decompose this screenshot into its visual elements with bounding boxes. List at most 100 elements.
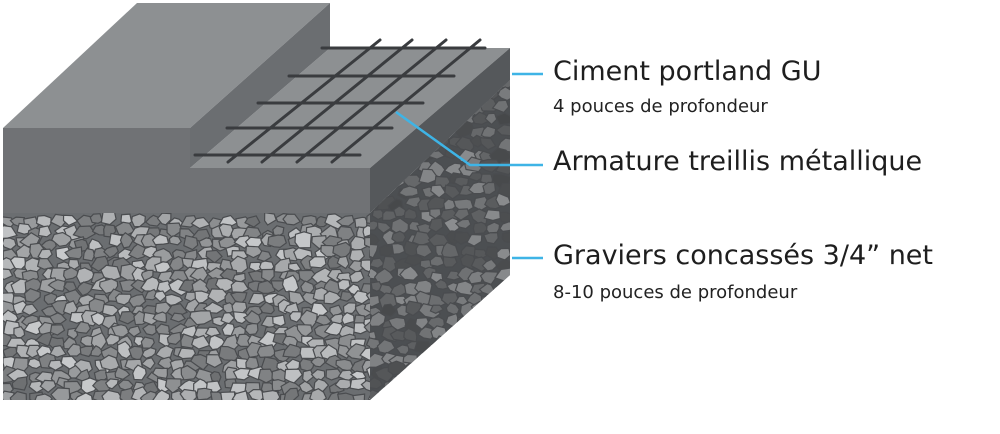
gravel-stone [404, 363, 424, 379]
gravel-stone [220, 391, 236, 400]
gravel-stone [429, 399, 445, 400]
gravel-stone [481, 294, 498, 309]
gravel-stone [132, 364, 147, 381]
gravel-stone [442, 256, 458, 268]
gravel-stone [157, 356, 176, 371]
gravel-stone [309, 388, 328, 400]
gravel-stone [11, 376, 28, 391]
gravel-stone [495, 124, 510, 137]
gravel-stone [334, 378, 352, 390]
gravel-stone [47, 359, 64, 371]
gravel-stone [89, 213, 104, 224]
gravel-stone [479, 270, 499, 286]
gravel-stone [104, 378, 119, 390]
gravel-stone [244, 215, 261, 228]
label-cement-detail: 4 pouces de profondeur [553, 96, 768, 117]
gravel-stone [101, 389, 123, 400]
gravel-stone [103, 245, 120, 259]
gravel-stone [486, 327, 501, 342]
gravel-stone [116, 340, 133, 360]
concrete-upper-front [3, 128, 190, 213]
gravel-stone [205, 353, 223, 369]
gravel-stone [391, 230, 407, 244]
gravel-stone [263, 213, 277, 226]
gravel-stone [496, 396, 510, 400]
gravel-stone [141, 347, 157, 359]
gravel-stone [294, 231, 313, 249]
gravel-stone [471, 111, 492, 126]
gravel-stone [349, 270, 365, 284]
gravel-stone [119, 387, 137, 400]
label-rebar-title: Armature treillis métallique [553, 146, 923, 177]
gravel-stone [442, 349, 463, 366]
gravel-stone [23, 287, 41, 303]
gravel-stone [376, 221, 393, 234]
gravel-stone [482, 349, 500, 366]
gravel-stone [336, 255, 350, 270]
concrete-step-top [190, 48, 510, 168]
gravel-stone [369, 248, 370, 260]
gravel-stone [484, 303, 501, 316]
gravel-stone [417, 198, 432, 212]
gravel-stone [75, 267, 96, 285]
gravel-stone [468, 315, 483, 328]
gravel-stone [492, 360, 510, 379]
gravel-stone [472, 221, 489, 235]
gravel-stone [354, 216, 368, 229]
gravel-stone [66, 343, 84, 357]
gravel-stone [36, 257, 55, 270]
gravel-stone [457, 388, 473, 400]
gravel-stone [194, 290, 211, 304]
gravel-stone [117, 248, 135, 261]
gravel-stone [408, 391, 424, 400]
gravel-stone [3, 268, 14, 281]
gravel-stone [76, 281, 94, 297]
gravel-stone [64, 246, 83, 260]
gravel-stone [105, 333, 121, 346]
gravel-stone [438, 341, 457, 358]
gravel-stone [479, 402, 497, 418]
gravel-stone [430, 184, 447, 199]
gravel-stone [484, 364, 500, 381]
gravel-stone [244, 322, 259, 336]
gravel-stone [491, 99, 510, 114]
gravel-stone [458, 399, 477, 400]
gravel-stone [168, 235, 182, 246]
gravel-stone [119, 232, 134, 249]
gravel-stone [398, 185, 419, 198]
gravel-stone [337, 278, 351, 291]
gravel-stone [392, 388, 412, 400]
gravel-stone [205, 249, 223, 264]
gravel-stone [444, 147, 458, 160]
gravel-stone [469, 398, 489, 400]
concrete-step-wall [190, 3, 330, 168]
gravel-stone [21, 303, 39, 316]
gravel-stone [82, 247, 96, 262]
gravel-stone [454, 218, 472, 230]
gravel-stone [90, 345, 104, 358]
gravel-stone [189, 310, 213, 326]
gravel-stone [414, 398, 431, 400]
gravel-stone [323, 321, 345, 336]
gravel-stone [370, 294, 381, 308]
gravel-stone [152, 311, 168, 324]
gravel-stone [13, 326, 26, 339]
rebar-mesh [193, 38, 487, 164]
gravel-stone [288, 290, 306, 306]
gravel-stone [297, 269, 317, 284]
gravel-stone [456, 314, 475, 332]
gravel-stone [439, 385, 463, 400]
gravel-stone [114, 293, 133, 306]
gravel-stone [402, 353, 419, 365]
gravel-stone [229, 255, 249, 274]
gravel-stone [215, 277, 237, 293]
gravel-stone [444, 363, 460, 379]
gravel-stone [494, 292, 510, 308]
gravel-stone [430, 384, 449, 400]
gravel-stone [72, 392, 94, 400]
gravel-stone [479, 137, 497, 151]
gravel-stone [283, 368, 304, 385]
gravel-stone [403, 207, 418, 221]
gravel-stone [153, 290, 168, 303]
gravel-stone [341, 311, 355, 326]
